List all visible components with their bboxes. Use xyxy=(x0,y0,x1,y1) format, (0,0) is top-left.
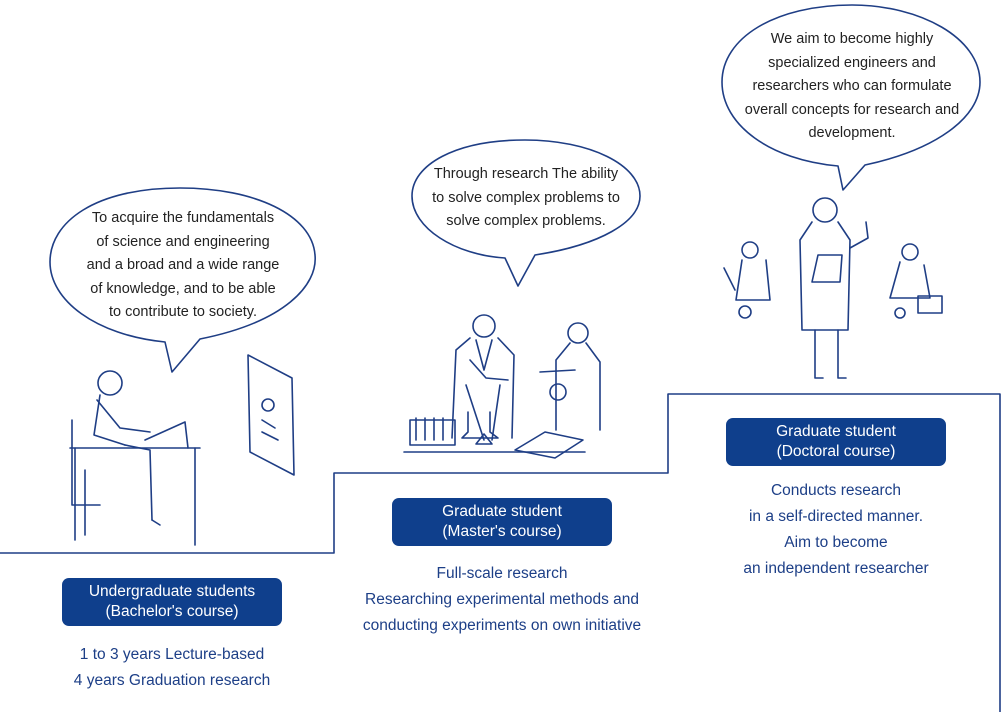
badge-bachelor-course: Undergraduate students (Bachelor's cours… xyxy=(62,578,282,626)
speech-bubble-text-master: Through research The ability to solve co… xyxy=(432,166,620,229)
speech-bubble-text-bachelor: To acquire the fundamentals of science a… xyxy=(86,210,280,320)
speech-bubble-text-doctoral: We aim to become highly specialized engi… xyxy=(744,31,960,141)
lab-researchers-figure xyxy=(403,314,601,459)
description-doctoral: Conducts research in a self-directed man… xyxy=(743,482,929,577)
student-laptop-figure xyxy=(69,354,295,546)
description-bachelor: 1 to 3 years Lecture-based 4 years Gradu… xyxy=(73,646,271,689)
staircase-outline xyxy=(0,393,1001,712)
speech-bubble-3 xyxy=(721,4,981,191)
badge-master-course: Graduate student (Master's course) xyxy=(392,498,612,546)
doctoral-researchers-figure xyxy=(723,197,943,379)
speech-bubble-1 xyxy=(49,187,316,373)
speech-bubble-2 xyxy=(411,139,641,287)
badge-doctoral-course: Graduate student (Doctoral course) xyxy=(726,418,946,466)
description-master: Full-scale research Researching experime… xyxy=(362,565,642,634)
